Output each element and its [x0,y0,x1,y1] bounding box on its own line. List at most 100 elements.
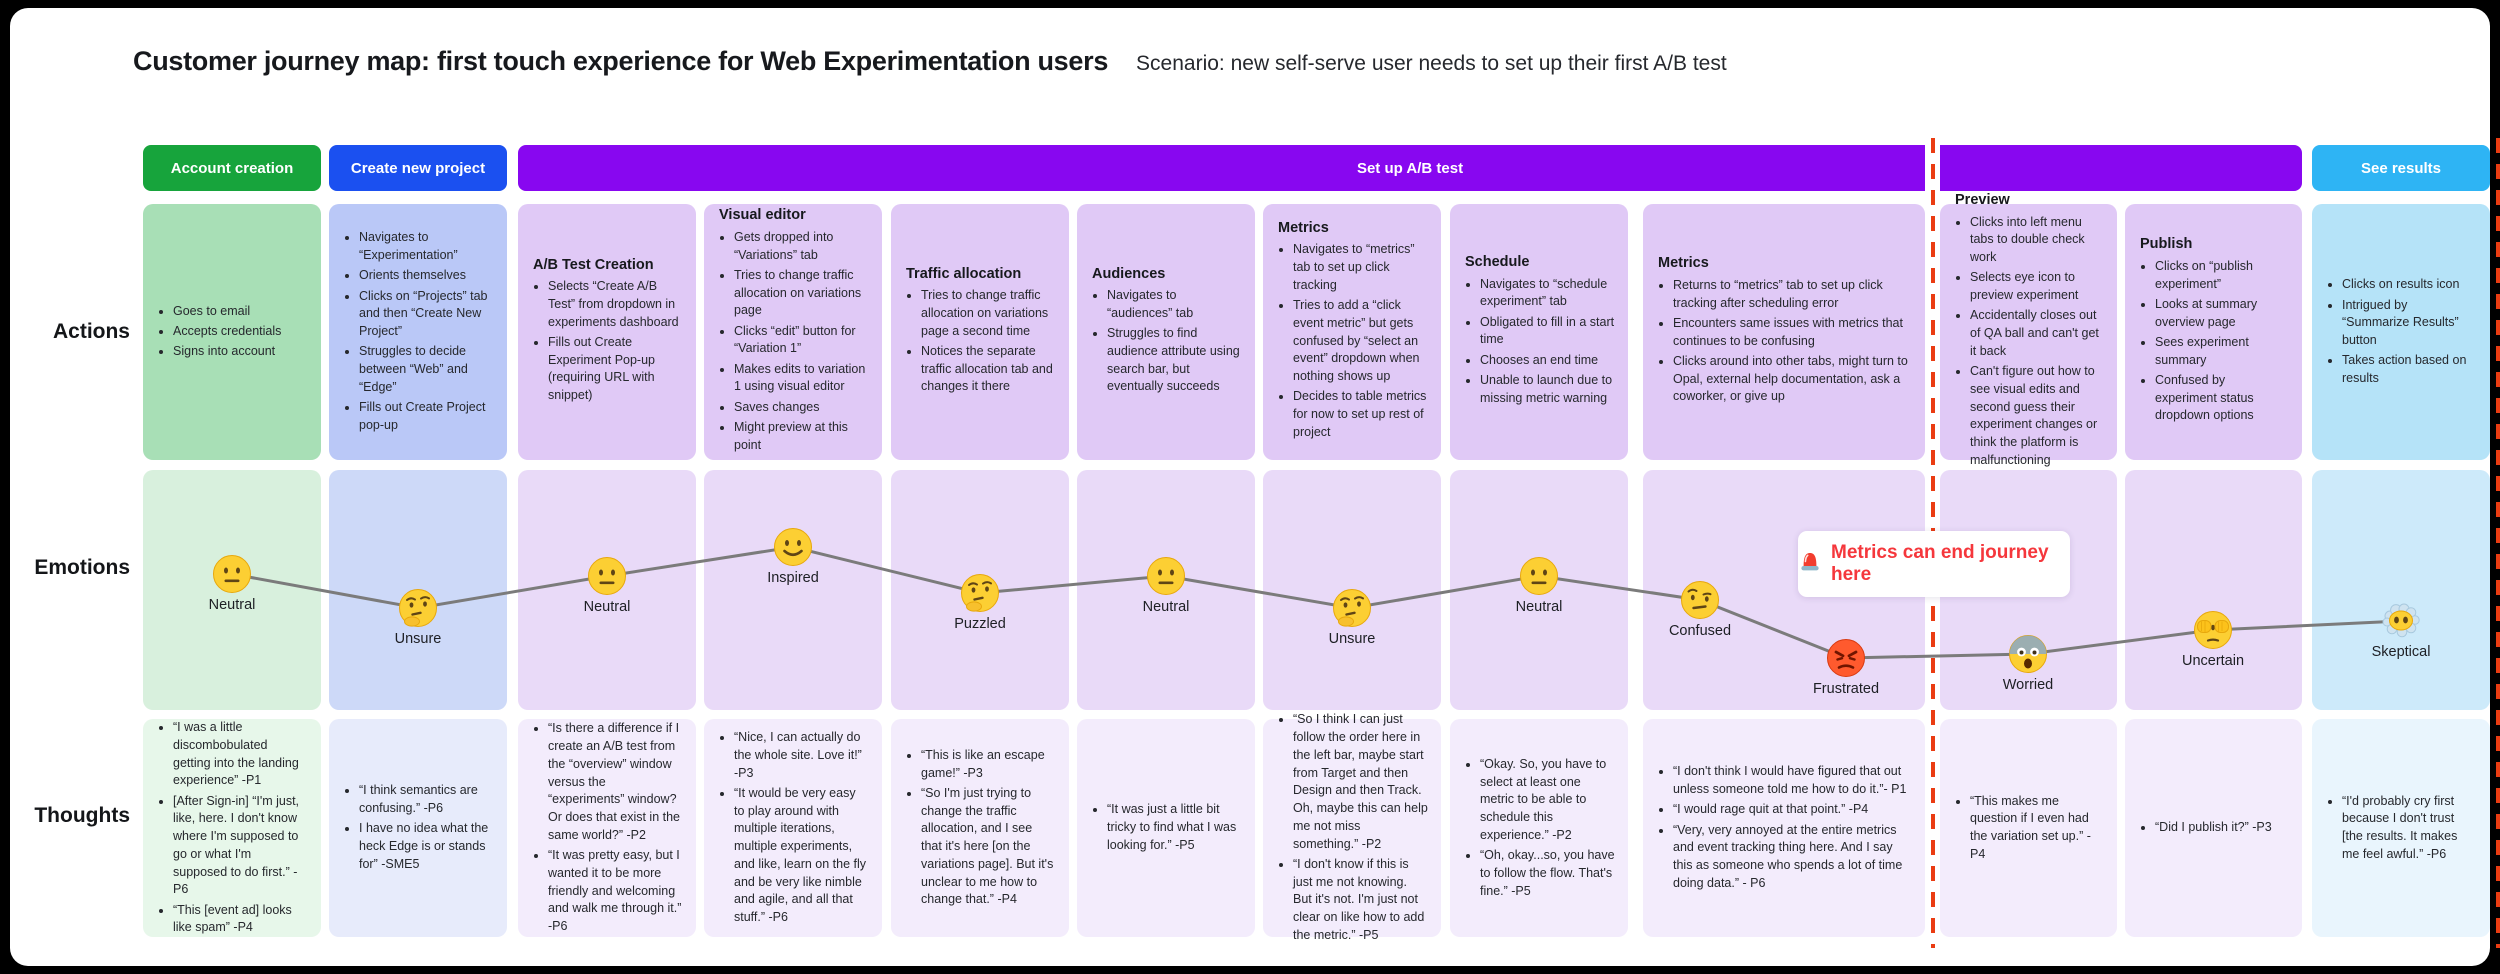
actions-card-col9[interactable]: MetricsReturns to “metrics” tab to set u… [1643,204,1925,460]
actions-card-col5[interactable]: Traffic allocationTries to change traffi… [891,204,1069,460]
thoughts-item: “This makes me question if I even had th… [1970,793,2104,864]
actions-card-col6[interactable]: AudiencesNavigates to “audiences” tabStr… [1077,204,1255,460]
thoughts-item: “Is there a difference if I create an A/… [548,720,683,844]
thoughts-card-col12[interactable]: “I'd probably cry first because I don't … [2312,719,2490,937]
emotion-worried-11[interactable]: Worried [2003,634,2053,693]
emotion-unsure-7[interactable]: Unsure [1329,588,1375,647]
emotion-label: Confused [1668,623,1732,639]
phase-header-set-up-ab-test[interactable]: Set up A/B test [518,145,2302,191]
emotions-card-col11[interactable] [2125,470,2302,710]
emotion-confused-9[interactable]: Confused [1669,580,1731,639]
card-title: A/B Test Creation [533,256,654,273]
thoughts-list: “I think semantics are confusing.” -P6I … [342,780,494,876]
actions-card-col1[interactable]: Goes to emailAccepts credentialsSigns in… [143,204,321,460]
thoughts-card-col7[interactable]: “So I think I can just follow the order … [1263,712,1441,942]
emotion-puzzled-5[interactable]: Puzzled [954,573,1006,632]
emotion-neutral-8[interactable]: Neutral [1516,556,1562,615]
emotion-unsure-2[interactable]: Unsure [395,588,441,647]
emotion-uncertain-12[interactable]: Uncertain [2182,610,2244,669]
actions-item: Notices the separate traffic allocation … [921,343,1056,396]
emotion-neutral-1[interactable]: Neutral [209,554,255,613]
thoughts-item: “So I'm just trying to change the traffi… [921,785,1056,909]
actions-item: Navigates to “Experimentation” [359,229,494,265]
thoughts-card-col5[interactable]: “This is like an escape game!” -P3“So I'… [891,719,1069,937]
emotions-card-col12[interactable] [2312,470,2490,710]
actions-item: Clicks into left menu tabs to double che… [1970,214,2104,267]
actions-card-col11[interactable]: PublishClicks on “publish experiment”Loo… [2125,204,2302,460]
actions-item: Selects eye icon to preview experiment [1970,269,2104,305]
phase-label: See results [2360,159,2442,177]
thoughts-card-col3[interactable]: “Is there a difference if I create an A/… [518,719,696,937]
card-title: Audiences [1092,265,1166,282]
smile-face-icon [774,528,812,566]
canvas-edge-divider [2496,138,2500,948]
thinking-face-icon [961,574,999,612]
emotion-label: Neutral [583,599,631,615]
actions-item: Selects “Create A/B Test” from dropdown … [548,278,683,331]
actions-card-col3[interactable]: A/B Test CreationSelects “Create A/B Tes… [518,204,696,460]
actions-card-col4[interactable]: Visual editorGets dropped into “Variatio… [704,204,882,460]
actions-list: Tries to change traffic allocation on va… [904,285,1056,399]
actions-item: Accepts credentials [173,323,308,341]
phase-header-see-results[interactable]: See results [2312,145,2490,191]
phase-header-create-new-project[interactable]: Create new project [329,145,507,191]
thoughts-list: “I was a little discombobulated getting … [156,717,308,940]
actions-item: Tries to change traffic allocation on va… [921,287,1056,340]
actions-card-col8[interactable]: ScheduleNavigates to “schedule experimen… [1450,204,1628,460]
actions-item: Saves changes [734,399,869,417]
thoughts-item: “It was just a little bit tricky to find… [1107,801,1242,854]
angry-face-icon [1827,639,1865,677]
emotion-neutral-6[interactable]: Neutral [1143,556,1189,615]
actions-item: Gets dropped into “Variations” tab [734,229,869,265]
thoughts-item: “This [event ad] looks like spam” -P4 [173,902,308,938]
metrics-callout[interactable]: Metrics can end journey here [1798,531,2070,597]
thoughts-card-col2[interactable]: “I think semantics are confusing.” -P6I … [329,719,507,937]
peek-face-icon [2194,611,2232,649]
emotions-card-col4[interactable] [704,470,882,710]
thoughts-item: “Okay. So, you have to select at least o… [1480,756,1615,845]
emotion-neutral-3[interactable]: Neutral [584,556,630,615]
thoughts-card-col11[interactable]: “Did I publish it?” -P3 [2125,719,2302,937]
actions-card-col7[interactable]: MetricsNavigates to “metrics” tab to set… [1263,204,1441,460]
thoughts-card-col1[interactable]: “I was a little discombobulated getting … [143,719,321,937]
phase-header-account-creation[interactable]: Account creation [143,145,321,191]
thoughts-item: “I think semantics are confusing.” -P6 [359,782,494,818]
actions-list: Goes to emailAccepts credentialsSigns in… [156,300,308,363]
thoughts-item: I have no idea what the heck Edge is or … [359,820,494,873]
actions-item: Takes action based on results [2342,352,2477,388]
thoughts-card-col8[interactable]: “Okay. So, you have to select at least o… [1450,719,1628,937]
actions-card-col2[interactable]: Navigates to “Experimentation”Orients th… [329,204,507,460]
emotion-label: Uncertain [2181,653,2245,669]
thoughts-card-col4[interactable]: “Nice, I can actually do the whole site.… [704,719,882,937]
actions-item: Struggles to find audience attribute usi… [1107,325,1242,396]
neutral-face-icon [588,557,626,595]
whiteboard-canvas: Customer journey map: first touch experi… [10,8,2500,966]
emotion-frustrated-10[interactable]: Frustrated [1813,638,1879,697]
actions-card-col10[interactable]: PreviewClicks into left menu tabs to dou… [1940,192,2117,467]
actions-list: Clicks on “publish experiment”Looks at s… [2138,255,2289,427]
thoughts-card-col10[interactable]: “This makes me question if I even had th… [1940,719,2117,937]
thoughts-card-col9[interactable]: “I don't think I would have figured that… [1643,719,1925,937]
thoughts-list: “Nice, I can actually do the whole site.… [717,727,869,930]
thoughts-item: “This is like an escape game!” -P3 [921,747,1056,783]
actions-item: Navigates to “audiences” tab [1107,287,1242,323]
actions-item: Fills out Create Project pop-up [359,399,494,435]
thoughts-item: “Did I publish it?” -P3 [2155,819,2289,837]
thoughts-list: “So I think I can just follow the order … [1276,709,1428,947]
row-label-thoughts: Thoughts [34,804,130,827]
thoughts-list: “Okay. So, you have to select at least o… [1463,753,1615,903]
actions-item: Clicks on “publish experiment” [2155,258,2289,294]
card-title: Traffic allocation [906,265,1022,282]
title-bar: Customer journey map: first touch experi… [133,46,1727,77]
thoughts-item: “I would rage quit at that point.” -P4 [1673,801,1912,819]
thoughts-list: “Is there a difference if I create an A/… [531,718,683,939]
thinking-face-icon [399,589,437,627]
actions-card-col12[interactable]: Clicks on results iconIntrigued by “Summ… [2312,204,2490,460]
emotion-inspired-4[interactable]: Inspired [767,527,819,586]
actions-item: Struggles to decide between “Web” and “E… [359,343,494,396]
actions-item: Clicks on results icon [2342,276,2477,294]
actions-item: Sees experiment summary [2155,334,2289,370]
emotion-label: Unsure [394,631,442,647]
emotion-skeptical-13[interactable]: Skeptical [2372,601,2430,660]
thoughts-card-col6[interactable]: “It was just a little bit tricky to find… [1077,719,1255,937]
